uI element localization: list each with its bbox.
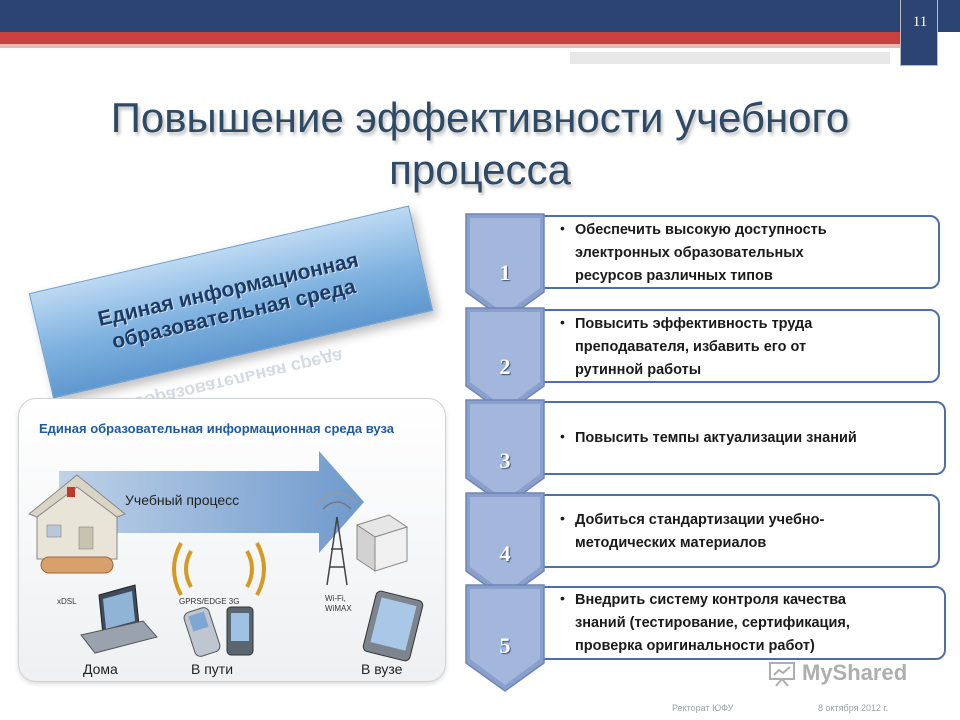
modem-icon (40, 556, 114, 574)
step-5-line-1: Внедрить систему контроля качества (575, 592, 846, 608)
step-text-2: Повысить эффективность труда преподавате… (575, 313, 935, 382)
footer-organization: Ректорат ЮФУ (672, 703, 734, 713)
signal-icon (172, 542, 266, 596)
header-bar (0, 0, 960, 32)
step-chevron-3 (465, 399, 545, 507)
header-grey-bar (570, 52, 890, 64)
phone-icon (183, 607, 221, 657)
step-chevron-2 (465, 307, 545, 415)
step-4-line-2: методических материалов (575, 535, 767, 551)
slide-number: 11 (912, 14, 928, 30)
step-1-line-3: ресурсов различных типов (575, 268, 773, 284)
arrow-label: Учебный процесс (125, 492, 240, 508)
step-5-line-3: проверка оригинальности работ) (575, 638, 815, 654)
page-title-line-2: процесса (389, 146, 571, 193)
presentation-icon (769, 662, 795, 687)
gprs-label: GPRS/EDGE 3G (179, 597, 240, 606)
page-title: Повышение эффективности учебного процесс… (40, 92, 920, 196)
step-bullet-1: • (560, 220, 565, 236)
home-label: Дома (83, 661, 118, 677)
step-number-4: 4 (499, 541, 511, 566)
step-chevron-4 (465, 492, 545, 600)
diagram-graphic (28, 451, 424, 662)
step-bullet-2: • (560, 314, 565, 330)
step-chevron-5 (465, 584, 545, 692)
house-icon (28, 474, 126, 560)
footer-date: 8 октября 2012 г. (818, 703, 889, 713)
step-card-2 (520, 309, 940, 383)
at-university-label: В вузе (361, 661, 403, 677)
wifi-tower-icon (316, 492, 358, 586)
step-2-line-1: Повысить эффективность труда (575, 316, 813, 332)
watermark-text: MyShared (802, 660, 908, 685)
step-card-4 (520, 494, 940, 568)
step-bullet-3: • (560, 428, 565, 444)
building-icon (355, 514, 409, 572)
step-text-3: Повысить темпы актуализации знаний (575, 427, 941, 450)
smartphone-icon (226, 606, 254, 656)
slide-number-box: 11 (900, 0, 938, 66)
step-number-3: 3 (499, 448, 511, 473)
step-1-line-2: электронных образовательных (575, 245, 804, 261)
diagram-title: Единая образовательная информационная ср… (39, 421, 394, 436)
step-4-line-1: Добиться стандартизации учебно- (575, 512, 825, 528)
step-3-line-1: Повысить темпы актуализации знаний (575, 430, 857, 446)
wifi-label: Wi-Fi, (325, 594, 346, 603)
on-the-way-label: В пути (191, 661, 234, 677)
step-text-4: Добиться стандартизации учебно- методиче… (575, 509, 935, 555)
header-accent-bar (0, 32, 900, 44)
step-card-3 (520, 401, 946, 475)
step-2-line-3: рутинной работы (575, 362, 702, 378)
step-card-5 (520, 586, 946, 660)
step-5-line-2: знаний (тестирование, сертификация, (575, 615, 850, 631)
step-number-5: 5 (499, 633, 511, 658)
watermark: MyShared (768, 659, 907, 687)
step-text-1: Обеспечить высокую доступность электронн… (575, 219, 935, 288)
step-1-line-1: Обеспечить высокую доступность (575, 222, 827, 238)
tablet-icon (362, 590, 424, 662)
step-number-2: 2 (499, 354, 511, 379)
step-number-1: 1 (499, 260, 511, 285)
page-title-line-1: Повышение эффективности учебного (110, 94, 850, 141)
laptop-icon (80, 584, 158, 654)
step-2-line-2: преподавателя, избавить его от (575, 339, 807, 355)
xdsl-label: xDSL (57, 597, 77, 606)
step-card-1 (520, 215, 940, 289)
step-chevron-1 (465, 213, 545, 321)
wimax-label: WiMAX (325, 604, 352, 613)
step-bullet-5: • (560, 590, 565, 606)
step-text-5: Внедрить систему контроля качества знани… (575, 589, 941, 658)
step-bullet-4: • (560, 510, 565, 526)
diagram-panel: Единая образовательная информационная ср… (18, 398, 446, 682)
header-accent-stripe (0, 44, 900, 48)
process-arrow (59, 451, 364, 553)
